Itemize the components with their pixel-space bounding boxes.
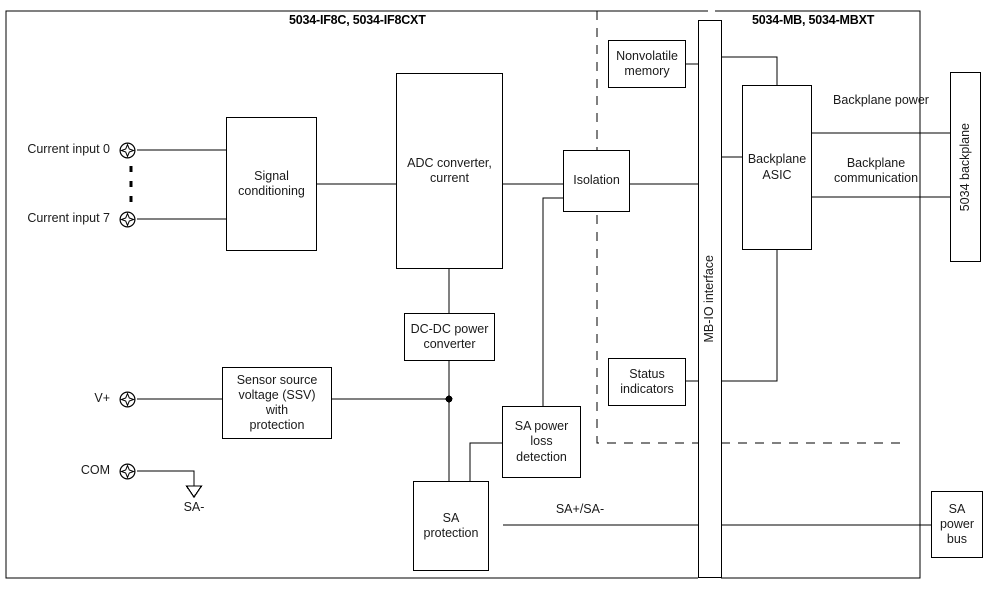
sa-power-loss-line1: SA power [514,419,569,434]
mb-io-interface-label: MB-IO interface [702,255,717,343]
ssv-line1: Sensor source [236,372,318,387]
block-dcdc-power-converter[interactable]: DC-DC power converter [404,313,495,361]
terminal-label-v-plus: V+ [94,391,110,405]
section-title-mb: 5034-MB, 5034-MBXT [752,13,875,27]
sa-power-bus-line2: power [939,516,975,531]
block-5034-backplane[interactable]: 5034 backplane [950,72,981,262]
sa-power-bus-line1: SA [948,501,966,516]
terminal-label-com: COM [80,463,110,477]
backplane-asic-line2: ASIC [762,167,792,182]
nvm-line1: Nonvolatile [616,48,678,63]
block-nonvolatile-memory[interactable]: Nonvolatile memory [608,40,686,88]
sa-protection-line2: protection [423,526,479,540]
current-input-0-terminal-icon[interactable] [119,142,136,159]
wire-isolation-saloss [542,197,563,406]
wire-com-saminus [137,470,195,486]
section-title-if8c: 5034-IF8C, 5034-IF8CXT [289,13,426,27]
adc-converter-line2: current [430,171,469,185]
sa-protection-line1: SA [442,510,460,525]
adc-converter-line1: ADC converter, [407,155,492,170]
label-backplane-communication: Backplane communication [810,156,942,187]
backplane-5034-label: 5034 backplane [957,122,972,212]
ssv-line2: voltage (SSV) with [238,387,316,417]
backplane-power-line2: power [894,93,929,107]
block-status-indicators[interactable]: Status indicators [608,358,686,406]
terminal-label-current-input-0: Current input 0 [27,142,110,156]
wire-mbio-asic-top [721,56,778,85]
com-terminal-icon[interactable] [119,463,136,480]
v-plus-terminal-icon[interactable] [119,391,136,408]
block-sa-power-bus[interactable]: SA power bus [931,491,983,558]
block-sensor-source-voltage[interactable]: Sensor source voltage (SSV) with protect… [222,367,332,439]
backplane-comm-line1: Backplane [846,156,906,170]
sa-minus-label: SA- [183,500,205,514]
signal-conditioning-line1: Signal [254,168,289,183]
if8c-frame [5,10,708,579]
signal-conditioning-line2: conditioning [238,184,305,198]
sa-power-loss-line3: detection [516,449,567,464]
sa-power-loss-line2: loss [530,434,553,449]
block-mb-io-interface[interactable]: MB-IO interface [698,20,722,578]
isolation-label: Isolation [573,173,620,188]
status-line2: indicators [620,382,674,396]
block-signal-conditioning[interactable]: Signal conditioning [226,117,317,251]
sa-minus-arrow [185,485,203,499]
wire-mbio-asic-bottom [721,250,778,382]
label-sa-plus-minus: SA+/SA- [555,502,605,516]
nvm-line2: memory [624,64,670,78]
dcdc-line1: DC-DC power [410,321,489,336]
block-sa-protection[interactable]: SA protection [413,481,489,571]
sa-power-bus-line3: bus [946,532,968,547]
terminal-label-current-input-7: Current input 7 [27,211,110,225]
ssv-line3: protection [249,418,305,433]
block-adc-converter[interactable]: ADC converter, current [396,73,503,269]
block-isolation[interactable]: Isolation [563,150,630,212]
label-backplane-power: Backplane power [820,93,942,108]
backplane-comm-line2: communication [833,171,919,186]
rail-junction-dot [445,395,453,403]
backplane-power-line1: Backplane [833,93,892,107]
block-backplane-asic[interactable]: Backplane ASIC [742,85,812,250]
dcdc-line2: converter [423,337,476,351]
current-input-7-terminal-icon[interactable] [119,211,136,228]
block-sa-power-loss-detection[interactable]: SA power loss detection [502,406,581,478]
backplane-asic-line1: Backplane [747,152,807,167]
status-line1: Status [629,366,665,381]
